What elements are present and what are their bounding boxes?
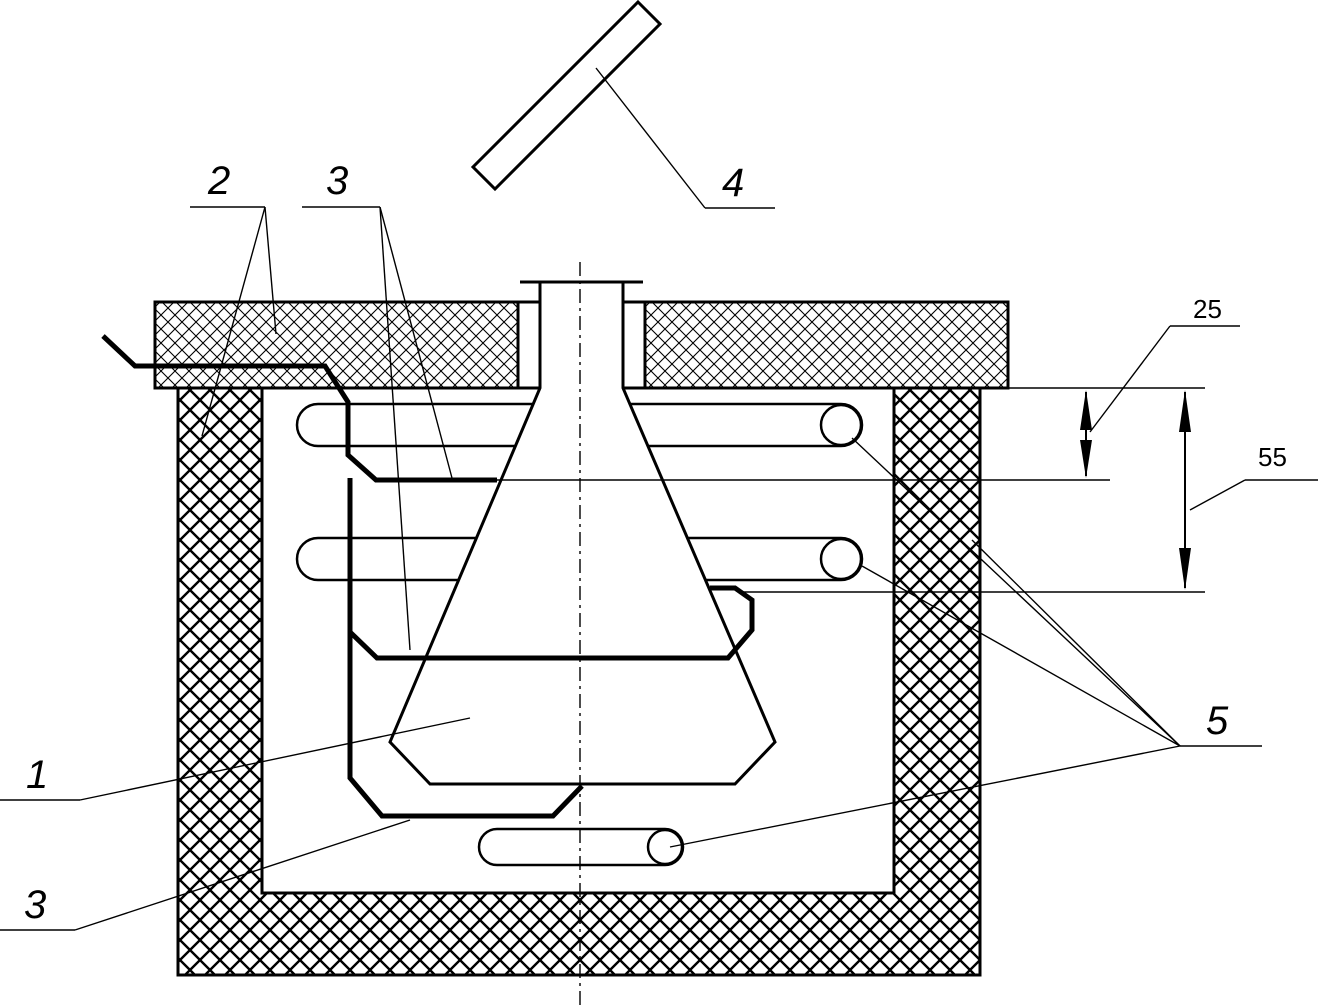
label-heater-upper: 3 — [326, 159, 348, 203]
dimension-arrow-55 — [1179, 390, 1191, 590]
coil-bottom — [477, 827, 685, 867]
heater-wire — [101, 334, 755, 819]
label-coils: 5 — [1206, 699, 1229, 743]
label-insulation: 2 — [207, 159, 230, 203]
dimension-label-55: 55 — [1258, 442, 1287, 472]
label-heater-lower: 3 — [24, 883, 46, 927]
label-flask: 1 — [26, 753, 48, 797]
dimension-lines — [497, 387, 1205, 593]
lid-right — [643, 300, 1010, 390]
leader-lines — [0, 67, 1318, 931]
lid-left — [153, 300, 520, 390]
label-thermometer: 4 — [722, 161, 744, 205]
dimension-label-25: 25 — [1193, 294, 1222, 324]
thermometer — [470, 0, 663, 192]
dimension-arrow-25 — [1080, 390, 1092, 478]
